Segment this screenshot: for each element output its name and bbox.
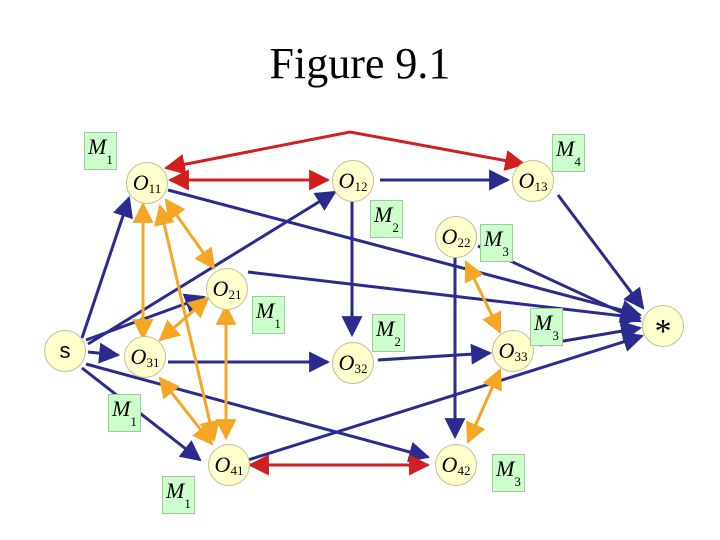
disj-o31-o41 bbox=[158, 376, 214, 446]
arc-s-o12 bbox=[87, 190, 337, 346]
node-sink: * bbox=[642, 305, 684, 350]
disj-o11-o41 bbox=[154, 203, 220, 443]
arc-s-o31 bbox=[87, 342, 121, 364]
arc-o21-t bbox=[247, 270, 643, 327]
machine-label: M1 bbox=[108, 394, 141, 433]
disj-o33-o42 bbox=[466, 368, 502, 444]
machine-label: M3 bbox=[492, 454, 525, 493]
figure-title: Figure 9.1 bbox=[269, 39, 451, 88]
machine-label: M3 bbox=[480, 224, 513, 263]
machine-label: M1 bbox=[162, 476, 195, 515]
disj-o21-o31 bbox=[158, 296, 210, 342]
arc-s-o42 bbox=[85, 362, 431, 463]
machine-label: M1 bbox=[84, 132, 117, 171]
arc-s-o41 bbox=[81, 366, 202, 462]
arc-s-o11 bbox=[80, 196, 133, 339]
machine-label: M1 bbox=[252, 296, 285, 335]
arc-o13-t bbox=[556, 194, 645, 310]
machine-label: M2 bbox=[372, 314, 405, 353]
machine-label: M3 bbox=[530, 308, 563, 347]
node-source: s bbox=[44, 330, 86, 372]
arc-o11-t bbox=[167, 188, 643, 321]
arc-o32-o33 bbox=[377, 343, 493, 365]
machine-label: M2 bbox=[370, 200, 403, 239]
disj-o22-o33 bbox=[464, 260, 502, 334]
machine-label: M4 bbox=[552, 134, 585, 173]
arc-o41-t bbox=[247, 331, 645, 462]
disj-o11-o13 bbox=[163, 130, 527, 175]
